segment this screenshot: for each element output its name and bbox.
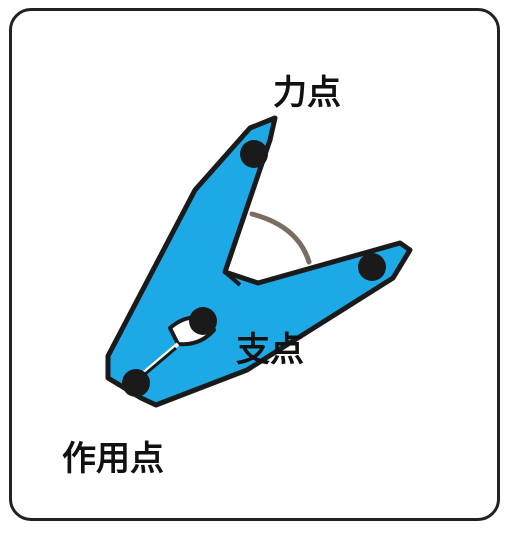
effort-label: 力点 — [273, 73, 341, 113]
diagram-card — [9, 8, 500, 521]
fulcrum-point-dot — [189, 307, 217, 335]
load-label: 作用点 — [62, 439, 164, 479]
clip-inner-edge — [223, 270, 242, 287]
fulcrum-label: 支点 — [236, 330, 304, 370]
angle-arc — [249, 211, 312, 265]
effort-point-dot — [240, 140, 268, 168]
load-point-dot — [122, 369, 150, 397]
right-arm-dot — [358, 253, 386, 281]
